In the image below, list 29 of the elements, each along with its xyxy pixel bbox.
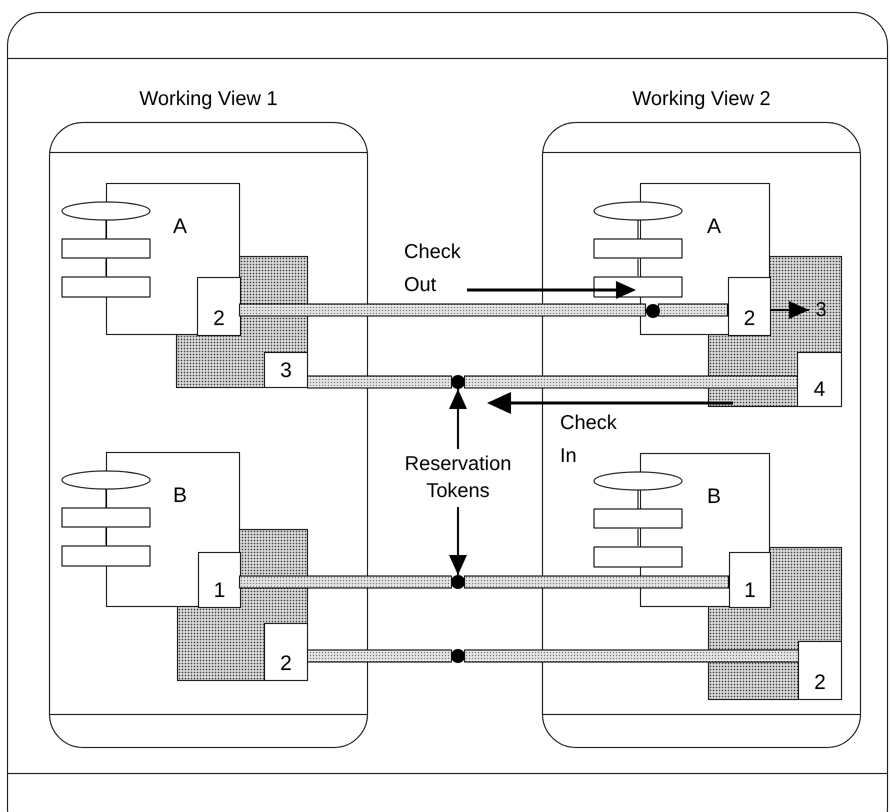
version-box: 2: [728, 277, 771, 336]
object-label: A: [173, 214, 188, 240]
arrow: [770, 301, 809, 319]
arrow: [449, 507, 467, 575]
view-title: Working View 1: [138, 87, 279, 112]
object-label: B: [173, 483, 188, 509]
token-bar: [659, 304, 727, 316]
token-bar: [465, 576, 728, 588]
version-box: 2: [264, 623, 308, 681]
version-box: 1: [729, 552, 771, 608]
version-box: 2: [798, 641, 842, 700]
version-box: 2: [197, 277, 241, 336]
object-label: A: [707, 214, 722, 240]
object-label: B: [707, 484, 722, 510]
token-bar: [240, 576, 451, 588]
view-title: Working View 2: [631, 87, 772, 112]
token-bar: [308, 650, 451, 662]
token-bar: [308, 376, 451, 388]
token-bar: [465, 376, 797, 388]
token-label: 3: [809, 296, 833, 324]
version-box: 3: [264, 352, 308, 388]
action-label: Check In: [560, 411, 618, 469]
arrow: [449, 389, 467, 449]
version-box: 1: [198, 552, 241, 608]
token-label: Reservation Tokens: [378, 449, 538, 507]
action-label: Check Out: [404, 240, 462, 298]
version-box: 4: [797, 352, 842, 407]
token-bar: [240, 304, 645, 316]
token-bar: [465, 650, 798, 662]
